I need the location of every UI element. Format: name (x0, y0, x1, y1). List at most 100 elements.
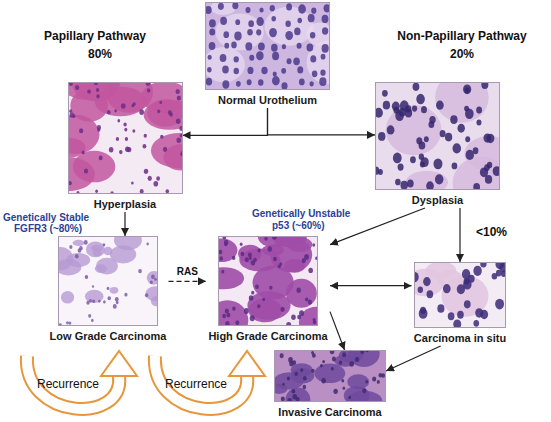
cell-nucleus (176, 95, 180, 100)
cell-nucleus (332, 357, 336, 362)
cell-nucleus (205, 6, 212, 14)
tissue-structure (110, 287, 119, 294)
cell-nucleus (309, 81, 313, 86)
cell-nucleus (88, 314, 91, 318)
cell-nucleus (282, 44, 286, 49)
cell-nucleus (440, 130, 446, 137)
cell-nucleus (299, 78, 305, 85)
cell-nucleus (418, 286, 423, 292)
cell-nucleus (106, 110, 110, 114)
cell-nucleus (300, 368, 303, 372)
cell-nucleus (305, 297, 308, 301)
tissue-structure (147, 271, 158, 285)
cell-nucleus (496, 262, 504, 269)
cell-nucleus (465, 109, 474, 119)
pathway-arrow (459, 208, 460, 262)
cell-nucleus (308, 268, 313, 273)
cell-nucleus (405, 108, 412, 117)
cell-nucleus (72, 114, 75, 118)
pathway-arrow (330, 312, 345, 350)
cell-nucleus (131, 181, 134, 184)
cell-nucleus (378, 132, 385, 141)
cell-nucleus (146, 243, 148, 246)
cell-nucleus (256, 29, 261, 35)
image-frame (206, 3, 330, 90)
cell-nucleus (103, 300, 106, 303)
cell-nucleus (322, 44, 329, 53)
cell-nucleus (297, 315, 301, 320)
cell-nucleus (269, 28, 277, 37)
cell-nucleus (457, 311, 464, 319)
cell-nucleus (245, 257, 249, 262)
cell-nucleus (249, 55, 254, 61)
cell-nucleus (322, 360, 325, 363)
loop-arrowhead (229, 351, 265, 376)
cell-nucleus (375, 108, 383, 118)
image-frame (275, 351, 386, 402)
cell-nucleus (250, 315, 255, 321)
cell-nucleus (282, 383, 285, 386)
cell-nucleus (75, 254, 79, 259)
cell-nucleus (476, 120, 481, 126)
tissue-structure (205, 47, 245, 82)
cell-nucleus (271, 16, 276, 21)
cell-nucleus (251, 291, 254, 295)
cell-nucleus (320, 70, 325, 76)
cell-nucleus (331, 367, 334, 371)
cell-nucleus (240, 243, 243, 246)
loop-band-fill (27, 356, 119, 409)
cell-nucleus (258, 79, 263, 86)
tissue-structure (218, 267, 244, 289)
loop-arrowhead (101, 351, 137, 376)
cell-nucleus (132, 129, 135, 133)
cell-nucleus (286, 3, 292, 10)
cell-nucleus (308, 14, 315, 22)
tissue-structure (238, 245, 262, 263)
panel-label: Low Grade Carcinoma (50, 330, 167, 343)
cell-nucleus (349, 361, 354, 367)
tissue-structure (247, 291, 290, 320)
loop-band (155, 356, 247, 409)
cell-nucleus (123, 122, 126, 126)
cell-nucleus (86, 301, 89, 305)
tissue-image (375, 82, 500, 190)
cell-nucleus (248, 20, 254, 27)
cell-nucleus (453, 143, 462, 153)
tissue-image (274, 350, 386, 402)
histology-panel: High Grade Carcinoma (206, 236, 330, 344)
percentage: 80% (88, 48, 112, 61)
cell-nucleus (435, 174, 444, 184)
cell-nucleus (303, 376, 307, 381)
cell-nucleus (311, 351, 314, 354)
histology-panel: Hyperplasia (68, 82, 183, 212)
cell-nucleus (268, 246, 272, 251)
cell-nucleus (87, 89, 91, 93)
cell-nucleus (270, 5, 275, 11)
cell-nucleus (281, 68, 286, 74)
histology-panel: Normal Urothelium (205, 2, 330, 108)
cell-nucleus (79, 246, 83, 250)
cell-nucleus (264, 237, 267, 241)
histology-panel: Carcinoma in situ (412, 262, 509, 346)
cell-nucleus (473, 147, 479, 154)
tissue-structure (386, 105, 442, 155)
cell-nucleus (92, 285, 94, 288)
cell-nucleus (66, 321, 69, 324)
cell-nucleus (426, 181, 434, 190)
cell-nucleus (231, 42, 237, 49)
cell-nucleus (473, 266, 481, 276)
cell-nucleus (103, 243, 106, 246)
cell-nucleus (322, 27, 328, 34)
cell-nucleus (157, 109, 160, 113)
micrograph (205, 2, 330, 90)
cell-nucleus (259, 8, 263, 13)
tissue-structure (453, 157, 500, 190)
cell-nucleus (291, 314, 296, 319)
cell-nucleus (443, 284, 451, 293)
cell-nucleus (175, 118, 180, 124)
tissue-structure (286, 279, 317, 308)
micrograph (274, 350, 386, 402)
cell-nucleus (235, 19, 240, 25)
cell-nucleus (291, 389, 295, 394)
panel-label: Dysplasia (412, 194, 463, 207)
